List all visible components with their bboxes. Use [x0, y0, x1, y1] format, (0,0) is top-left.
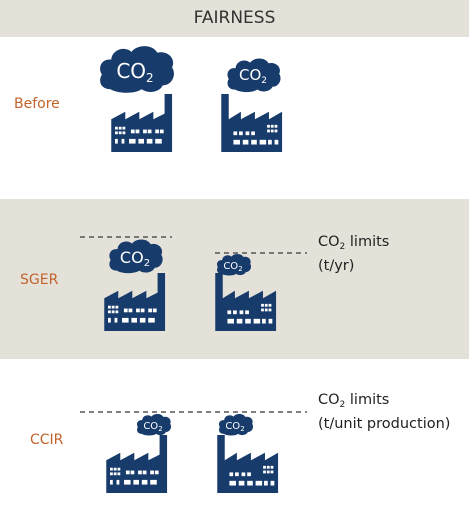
header-title: FAIRNESS [193, 8, 276, 28]
ccir-limit-label: CO2 limits (t/unit production) [318, 391, 450, 434]
co2-cloud-label: CO2 [223, 261, 242, 273]
row-label-sger: SGER [20, 272, 59, 288]
factory-icon [215, 273, 277, 331]
factory-icon [217, 435, 279, 493]
panel-ccir [0, 359, 469, 520]
row-label-before: Before [14, 96, 60, 112]
ccir-limit-line1: CO2 limits [318, 392, 390, 410]
ccir-scene: CO2 CO2 [80, 411, 307, 493]
row-label-ccir: CCIR [30, 432, 64, 448]
factory-icon [221, 94, 283, 152]
factory-icon [104, 273, 166, 331]
factory-icon [106, 435, 168, 493]
co2-cloud-label: CO2 [225, 421, 244, 433]
co2-cloud-label: CO2 [120, 248, 150, 269]
factory-icon [111, 94, 173, 152]
sger-scene: CO2 CO2 [80, 236, 307, 331]
fairness-header: FAIRNESS [0, 0, 469, 37]
co2-cloud-label: CO2 [239, 66, 267, 86]
sger-limit-line2: (t/yr) [318, 258, 355, 274]
sger-limit-line1: CO2 limits [318, 234, 390, 252]
before-scene: CO2 CO2 [100, 46, 283, 152]
ccir-limit-line2: (t/unit production) [318, 416, 451, 432]
panel-sger [0, 199, 469, 359]
sger-limit-label: CO2 limits (t/yr) [318, 233, 389, 276]
co2-cloud-label: CO2 [143, 421, 162, 433]
co2-cloud-label: CO2 [116, 59, 153, 85]
